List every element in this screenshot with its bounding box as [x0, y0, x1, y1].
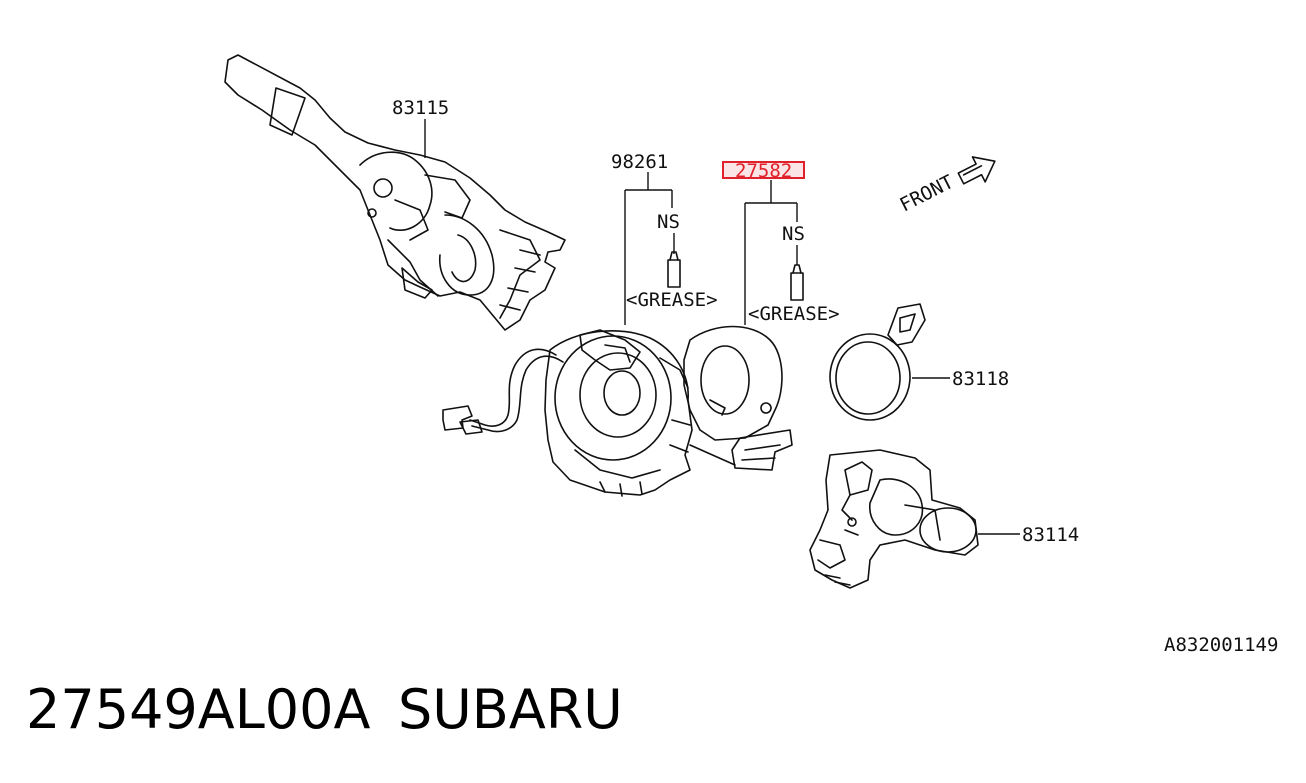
front-arrow-icon: FRONT — [896, 156, 996, 217]
brand-name: SUBARU — [398, 678, 623, 741]
light-switch-drawing — [809, 449, 979, 589]
grease-tube-right-icon — [790, 264, 804, 301]
highlighted-part-box[interactable] — [722, 161, 805, 179]
band-drawing — [829, 303, 926, 421]
wiper-switch-drawing — [224, 54, 566, 331]
part-number: 27549AL00A — [26, 678, 371, 741]
grease-label-right: <GREASE> — [748, 303, 840, 325]
callout-98261: 98261 — [611, 151, 668, 173]
callout-83115: 83115 — [392, 97, 449, 119]
roll-connector-body-drawing — [442, 329, 693, 497]
clock-spring-ring-drawing — [683, 325, 793, 471]
callout-ns-left: NS — [657, 211, 680, 233]
callout-83118: 83118 — [952, 368, 1009, 390]
callout-83114: 83114 — [1022, 524, 1079, 546]
grease-tube-left-icon — [667, 251, 681, 288]
front-direction-label: FRONT — [896, 171, 957, 217]
callout-27582[interactable]: 27582 — [735, 160, 792, 182]
callout-ns-right: NS — [782, 223, 805, 245]
grease-label-left: <GREASE> — [626, 289, 718, 311]
diagram-code: A832001149 — [1164, 634, 1279, 656]
